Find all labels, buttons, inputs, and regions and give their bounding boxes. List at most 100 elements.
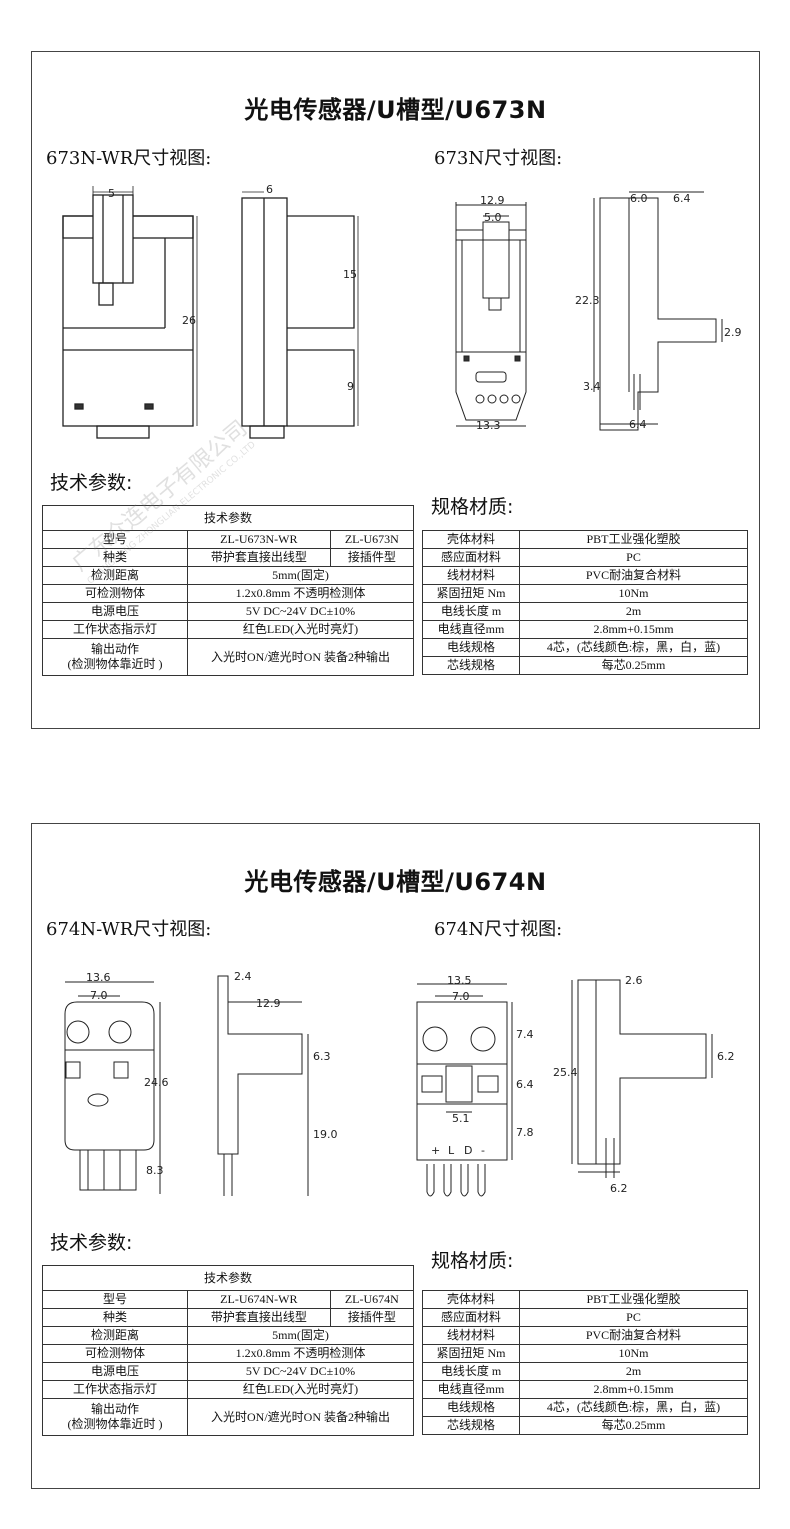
table-cell: 5V DC~24V DC±10%: [187, 602, 414, 621]
table-cell: 入光时ON/遮光时ON 装备2种输出: [187, 638, 414, 676]
table-cell: 可检测物体: [42, 1344, 188, 1363]
dim-label: 3.4: [583, 380, 601, 393]
dim-label: 6.0: [630, 192, 648, 205]
table-cell: 电线规格: [422, 638, 520, 657]
table-cell: 感应面材料: [422, 548, 520, 567]
dim-label: 6.2: [610, 1182, 628, 1195]
dim-label: 19.0: [313, 1128, 338, 1141]
table-cell: 接插件型: [329, 1308, 415, 1327]
table-cell: 1.2x0.8mm 不透明检测体: [187, 1344, 414, 1363]
table-cell: 1.2x0.8mm 不透明检测体: [187, 584, 414, 603]
table-cell: 线材材料: [422, 1326, 520, 1345]
dim-label: 5.1: [452, 1112, 470, 1125]
table-cell: PBT工业强化塑胶: [519, 1290, 748, 1309]
table-cell: 感应面材料: [422, 1308, 520, 1327]
panel-title: 光电传感器/U槽型/U673N: [244, 96, 547, 124]
table-cell: 红色LED(入光时亮灯): [187, 620, 414, 639]
dim-label: 15: [343, 268, 357, 281]
table-cell: 检测距离: [42, 566, 188, 585]
table-cell: 入光时ON/遮光时ON 装备2种输出: [187, 1398, 414, 1436]
dim-label: 2.9: [724, 326, 742, 339]
table-cell: 可检测物体: [42, 584, 188, 603]
pin-label: -: [481, 1144, 485, 1157]
table-cell: 种类: [42, 1308, 188, 1327]
dim-label: 6.4: [629, 418, 647, 431]
table-cell: 壳体材料: [422, 1290, 520, 1309]
table-cell: 每芯0.25mm: [519, 656, 748, 675]
product-panel-u673n: 光电传感器/U槽型/U673N 673N-WR尺寸视图: 673N尺寸视图: 5…: [31, 51, 760, 729]
dim-label: 7.8: [516, 1126, 534, 1139]
product-panel-u674n: 光电传感器/U槽型/U674N 674N-WR尺寸视图: 674N尺寸视图: 1…: [31, 823, 760, 1489]
table-cell: 电线长度 m: [422, 1362, 520, 1381]
dim-label: 6.2: [717, 1050, 735, 1063]
table-cell: PVC耐油复合材料: [519, 566, 748, 585]
table-cell: 电源电压: [42, 602, 188, 621]
table-cell: 种类: [42, 548, 188, 567]
table-cell: 带护套直接出线型: [187, 1308, 331, 1327]
dim-label: 12.9: [256, 997, 281, 1010]
pin-label: L: [448, 1144, 455, 1157]
tech-table-caption: 技术参数: [42, 1265, 414, 1291]
table-cell: 2m: [519, 602, 748, 621]
dim-label: 22.3: [575, 294, 600, 307]
table-cell: 每芯0.25mm: [519, 1416, 748, 1435]
left-view-label: 674N-WR尺寸视图:: [46, 919, 212, 940]
table-cell: 工作状态指示灯: [42, 620, 188, 639]
table-cell: 紧固扭矩 Nm: [422, 584, 520, 603]
table-cell: 5mm(固定): [187, 566, 414, 585]
tech-heading: 技术参数:: [50, 1232, 133, 1254]
left-view-label: 673N-WR尺寸视图:: [46, 148, 212, 169]
dim-label: 13.6: [86, 971, 111, 984]
table-cell: 型号: [42, 1290, 188, 1309]
table-cell: 电线直径mm: [422, 620, 520, 639]
dim-label: 2.6: [625, 974, 643, 987]
table-cell: ZL-U673N: [329, 530, 415, 549]
table-cell: 输出动作 (检测物体靠近时 ): [42, 638, 188, 676]
right-view-label: 673N尺寸视图:: [434, 148, 563, 169]
dim-label: 5.0: [484, 211, 502, 224]
dim-label: 7.4: [516, 1028, 534, 1041]
table-cell: 电线直径mm: [422, 1380, 520, 1399]
table-cell: 2m: [519, 1362, 748, 1381]
drawing-674n: 13.6 7.0 24.6 8.3 2.4 12.9 6.3 19.0: [64, 970, 735, 1197]
right-view-label: 674N尺寸视图:: [434, 919, 563, 940]
dim-label: 26: [182, 314, 196, 327]
table-cell: 4芯，(芯线颜色:棕，黑，白，蓝): [519, 638, 748, 657]
table-cell: 线材材料: [422, 566, 520, 585]
table-cell: 10Nm: [519, 584, 748, 603]
dim-label: 5: [108, 187, 115, 200]
dim-label: 13.3: [476, 419, 501, 432]
dim-label: 13.5: [447, 974, 472, 987]
table-cell: 芯线规格: [422, 656, 520, 675]
table-cell: PVC耐油复合材料: [519, 1326, 748, 1345]
table-cell: ZL-U674N-WR: [187, 1290, 331, 1309]
table-cell: 2.8mm+0.15mm: [519, 1380, 748, 1399]
table-cell: 电线规格: [422, 1398, 520, 1417]
dim-label: 8.3: [146, 1164, 164, 1177]
materials-heading: 规格材质:: [431, 1250, 514, 1272]
table-cell: ZL-U674N: [329, 1290, 415, 1309]
dim-label: 6: [266, 183, 273, 196]
table-cell: 接插件型: [329, 548, 415, 567]
table-cell: 5mm(固定): [187, 1326, 414, 1345]
table-cell: 电源电压: [42, 1362, 188, 1381]
materials-heading: 规格材质:: [431, 496, 514, 518]
table-cell: 带护套直接出线型: [187, 548, 331, 567]
table-cell: 电线长度 m: [422, 602, 520, 621]
dim-label: 6.3: [313, 1050, 331, 1063]
table-cell: 芯线规格: [422, 1416, 520, 1435]
pin-label: D: [464, 1144, 472, 1157]
drawing-673n-wr: 5 26 6 15 9: [62, 183, 742, 439]
panel-title: 光电传感器/U槽型/U674N: [244, 868, 547, 896]
table-cell: ZL-U673N-WR: [187, 530, 331, 549]
table-cell: 2.8mm+0.15mm: [519, 620, 748, 639]
table-cell: 工作状态指示灯: [42, 1380, 188, 1399]
dim-label: 6.4: [673, 192, 691, 205]
tech-table-caption: 技术参数: [42, 505, 414, 531]
table-cell: 紧固扭矩 Nm: [422, 1344, 520, 1363]
tech-heading: 技术参数:: [50, 472, 133, 494]
table-cell: 输出动作 (检测物体靠近时 ): [42, 1398, 188, 1436]
